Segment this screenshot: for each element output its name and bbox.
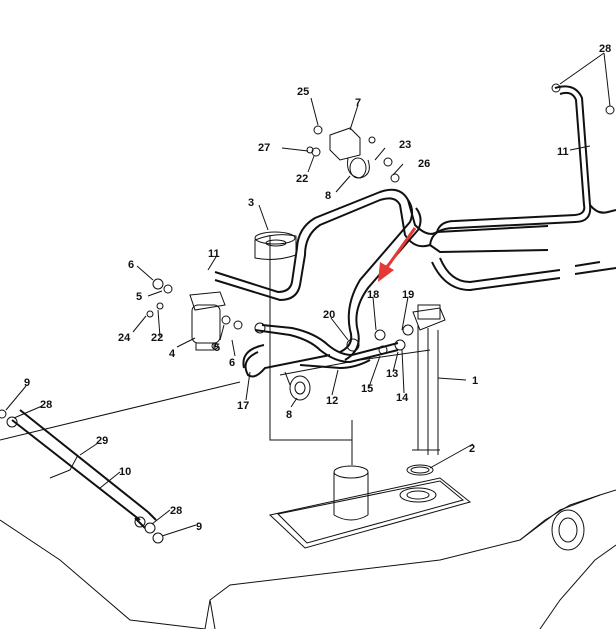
leader-lines <box>5 52 611 537</box>
label-25: 25 <box>297 86 309 98</box>
label-8-lower: 8 <box>286 409 292 421</box>
label-22-top: 22 <box>296 173 308 185</box>
fittings <box>0 83 615 544</box>
label-18: 18 <box>367 289 379 301</box>
label-29: 29 <box>96 435 108 447</box>
label-17: 17 <box>237 400 249 412</box>
label-19: 19 <box>402 289 414 301</box>
filler-cap <box>254 231 297 260</box>
label-8-top: 8 <box>325 190 331 202</box>
clamp-lower <box>284 371 311 401</box>
sender-mounting-plate <box>268 464 472 549</box>
label-28-bottom: 28 <box>170 505 182 517</box>
label-15: 15 <box>361 383 373 395</box>
label-28-left: 28 <box>40 399 52 411</box>
label-28-top: 28 <box>599 43 611 55</box>
red-indicator-arrow <box>378 227 417 282</box>
label-12: 12 <box>326 395 338 407</box>
hose-assembly <box>11 85 616 529</box>
label-10: 10 <box>119 466 131 478</box>
label-6-lower: 6 <box>229 357 235 369</box>
label-5-top: 5 <box>136 291 142 303</box>
label-6-top: 6 <box>128 259 134 271</box>
part-labels: 28 11 25 7 27 23 22 26 8 3 11 6 5 24 22 … <box>24 43 611 533</box>
label-14: 14 <box>396 392 409 404</box>
label-1: 1 <box>472 375 478 387</box>
label-3: 3 <box>248 197 254 209</box>
filler-neck-tube <box>269 235 369 521</box>
label-13: 13 <box>386 368 398 380</box>
fuel-filter <box>189 291 226 351</box>
label-5-lower: 5 <box>214 342 220 354</box>
fuel-tank-outline <box>0 349 616 629</box>
label-7: 7 <box>355 97 361 109</box>
label-22-left: 22 <box>151 332 163 344</box>
label-11-left: 11 <box>208 248 220 260</box>
label-4: 4 <box>169 348 176 360</box>
label-9-bottom: 9 <box>196 521 202 533</box>
label-26: 26 <box>418 158 430 170</box>
label-2: 2 <box>469 443 475 455</box>
label-9-top: 9 <box>24 377 30 389</box>
label-20: 20 <box>323 309 335 321</box>
label-23: 23 <box>399 139 411 151</box>
label-11-right: 11 <box>557 146 569 158</box>
fuel-sender-unit <box>412 304 467 455</box>
label-27: 27 <box>258 142 270 154</box>
label-24: 24 <box>118 332 131 344</box>
mounting-bracket <box>306 125 400 183</box>
